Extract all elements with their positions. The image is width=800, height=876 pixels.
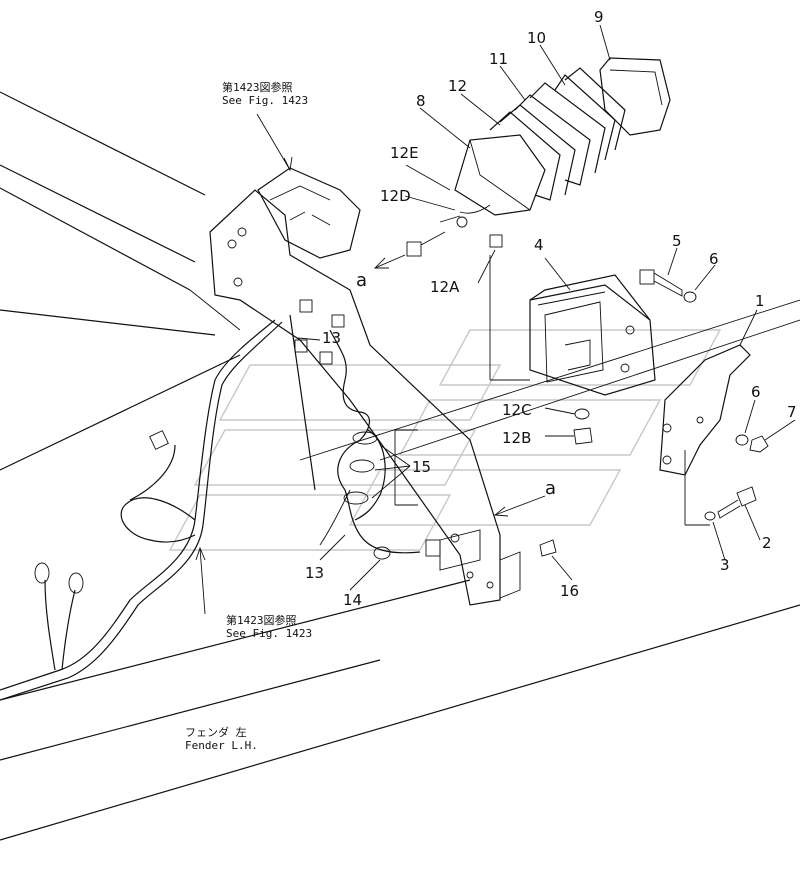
note-top-en: See Fig. 1423 xyxy=(222,94,308,107)
callout-12: 12 xyxy=(448,77,467,95)
callout-15: 15 xyxy=(412,458,431,476)
callout-2: 2 xyxy=(762,534,772,552)
callout-12B: 12B xyxy=(502,429,531,447)
mounting-bracket xyxy=(209,189,521,606)
callout-1: 1 xyxy=(755,292,765,310)
note-fender-en: Fender L.H. xyxy=(185,739,258,752)
callout-13a: 13 xyxy=(322,329,341,347)
callout-11: 11 xyxy=(489,50,508,68)
connector-housing xyxy=(257,167,361,259)
note-fender-jp: フェンダ 左 xyxy=(185,725,247,739)
callout-4: 4 xyxy=(534,236,544,254)
leader-lines xyxy=(195,24,796,615)
note-bottom-en: See Fig. 1423 xyxy=(226,627,312,640)
watermark-logo xyxy=(168,329,722,551)
work-lamp-assembly xyxy=(406,57,671,257)
callout-12E: 12E xyxy=(390,144,419,162)
callout-6a: 6 xyxy=(709,250,719,268)
callout-10: 10 xyxy=(527,29,546,47)
bolt-5-head xyxy=(639,269,655,285)
hardware xyxy=(539,269,769,557)
fender-outline xyxy=(0,91,800,841)
callout-12C: 12C xyxy=(502,401,532,419)
callout-3: 3 xyxy=(720,556,730,574)
callout-9: 9 xyxy=(594,8,604,26)
callout-14: 14 xyxy=(343,591,362,609)
callout-a-top: a xyxy=(356,270,367,291)
callout-8: 8 xyxy=(416,92,426,110)
callout-12D: 12D xyxy=(380,187,411,205)
callout-5: 5 xyxy=(672,232,682,250)
lamp-guard xyxy=(529,274,656,396)
callout-a-bottom: a xyxy=(545,478,556,499)
callout-6b: 6 xyxy=(751,383,761,401)
callout-12A: 12A xyxy=(430,278,460,296)
wiring-harness xyxy=(0,299,441,701)
part-callouts: 1 2 3 4 5 6 6 7 8 9 10 11 12 12A 12B 12C… xyxy=(305,8,797,609)
callout-7: 7 xyxy=(787,403,797,421)
note-bottom-jp: 第1423図参照 xyxy=(226,613,297,627)
callout-13b: 13 xyxy=(305,564,324,582)
note-top-jp: 第1423図参照 xyxy=(222,80,293,94)
side-bracket xyxy=(659,344,751,476)
callout-16: 16 xyxy=(560,582,579,600)
reference-notes: 第1423図参照 See Fig. 1423 第1423図参照 See Fig.… xyxy=(185,80,312,752)
